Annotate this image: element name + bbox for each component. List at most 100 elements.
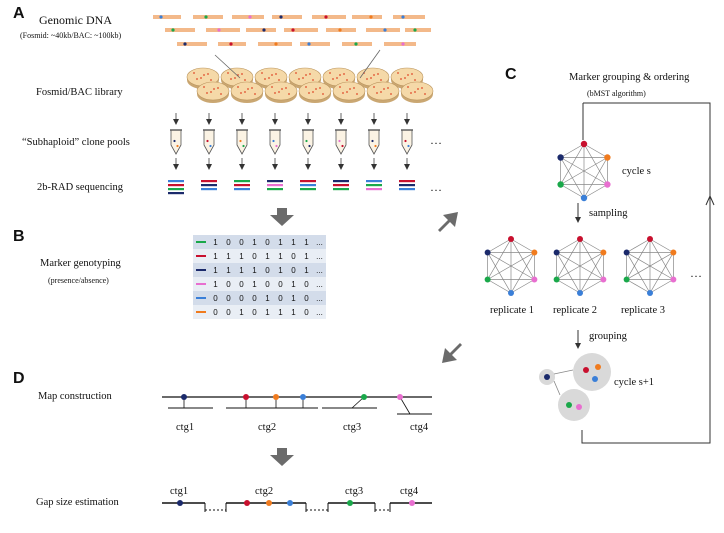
genotype-cell: 1 [274, 263, 287, 277]
tube [269, 129, 281, 155]
gap-ctg2-label: ctg2 [255, 486, 274, 497]
marker-swatch [193, 305, 209, 319]
cycle-s-label: cycle s [622, 166, 651, 177]
grouping-subtitle: (bMST algorithm) [587, 89, 646, 98]
replicates-ellipsis: … [690, 266, 702, 280]
dna-fragment [246, 28, 276, 32]
genotype-cell: 1 [287, 291, 300, 305]
genomic-dna-sublabel: (Fosmid: ~40kb/BAC: ~100kb) [20, 31, 122, 40]
dna-fragment [366, 28, 400, 32]
genotype-cell: 1 [209, 263, 222, 277]
petri-dishes [186, 67, 434, 103]
dna-fragment [326, 28, 356, 32]
gap-size-diagram [162, 500, 432, 512]
marker-swatch [193, 291, 209, 305]
petri-dish [186, 67, 220, 89]
panel-label-a: A [13, 5, 25, 22]
marker-swatch [193, 249, 209, 263]
marker-swatch [193, 263, 209, 277]
genotype-cell: 0 [248, 249, 261, 263]
petri-dish [400, 81, 434, 103]
gap-ctg4-label: ctg4 [400, 486, 419, 497]
petri-dish [298, 81, 332, 103]
genotype-cell: 1 [300, 235, 313, 249]
map-ctg4-label: ctg4 [410, 422, 429, 433]
genotype-cell: 0 [209, 305, 222, 319]
connector-line [214, 54, 241, 79]
genotype-cell: ... [313, 277, 326, 291]
dna-fragment [272, 15, 302, 19]
read-stack [234, 180, 250, 191]
genotype-cell: 1 [248, 277, 261, 291]
read-stack [399, 180, 415, 191]
big-arrow-diag-down [442, 343, 462, 363]
panel-label-b: B [13, 228, 25, 245]
genotype-cell: 1 [274, 235, 287, 249]
map-construction-label: Map construction [38, 391, 112, 402]
genotype-cell: ... [313, 263, 326, 277]
dna-fragment [232, 15, 264, 19]
map-ctg3-label: ctg3 [343, 422, 362, 433]
dna-fragment [384, 42, 416, 46]
read-stack [201, 180, 217, 191]
petri-dish [196, 81, 230, 103]
dna-fragment [405, 28, 431, 32]
dna-fragment [177, 42, 207, 46]
gap-ctg1-label: ctg1 [170, 486, 189, 497]
read-stack [333, 180, 349, 191]
genotype-cell: 1 [261, 291, 274, 305]
petri-dish [366, 81, 400, 103]
marker-swatch [193, 277, 209, 291]
tube [236, 129, 248, 155]
dna-fragment [284, 28, 318, 32]
genotype-cell: 0 [300, 277, 313, 291]
dna-fragment [193, 15, 223, 19]
petri-dish [332, 81, 366, 103]
genotype-cell: 0 [261, 263, 274, 277]
genotype-cell: 0 [248, 305, 261, 319]
tube [368, 129, 380, 155]
genotype-cell: 1 [261, 305, 274, 319]
tube [170, 129, 182, 155]
big-arrow-down-1 [270, 208, 294, 226]
genotype-cell: 1 [209, 277, 222, 291]
cluster-group [539, 353, 611, 421]
genotype-cell: 1 [209, 249, 222, 263]
genotype-cell: 1 [222, 249, 235, 263]
dna-fragment [165, 28, 195, 32]
genotype-cell: 1 [300, 263, 313, 277]
genomic-dna-label: Genomic DNA [39, 13, 112, 27]
map-ctg1-label: ctg1 [176, 422, 195, 433]
big-arrow-down-2 [270, 448, 294, 466]
genotype-cell: 1 [235, 263, 248, 277]
genotype-cell: 0 [248, 291, 261, 305]
genotype-cell: 0 [300, 291, 313, 305]
map-construction-diagram [162, 394, 432, 415]
big-arrow-diag-up [438, 212, 458, 232]
pools-ellipsis: … [430, 133, 442, 147]
genotype-cell: 1 [235, 249, 248, 263]
clone-pool-tubes [170, 129, 413, 155]
read-stack [300, 180, 316, 191]
graph-replicate-3 [623, 236, 677, 296]
graph-replicate-1 [484, 236, 538, 296]
read-stack [366, 180, 382, 191]
replicate-1-label: replicate 1 [490, 305, 535, 316]
genotype-cell: 1 [274, 305, 287, 319]
dna-fragment [300, 42, 330, 46]
genotype-cell: 0 [274, 291, 287, 305]
genotype-cell: 0 [261, 235, 274, 249]
pools-label: “Subhaploid” clone pools [22, 137, 130, 148]
map-ctg2-label: ctg2 [258, 422, 277, 433]
genotype-cell: 0 [235, 235, 248, 249]
library-label: Fosmid/BAC library [36, 87, 123, 98]
genotype-cell: 1 [261, 249, 274, 263]
genotype-cell: 0 [222, 291, 235, 305]
genotype-cell: 0 [222, 277, 235, 291]
pool-arrows [173, 113, 410, 170]
genotype-cell: 0 [235, 277, 248, 291]
